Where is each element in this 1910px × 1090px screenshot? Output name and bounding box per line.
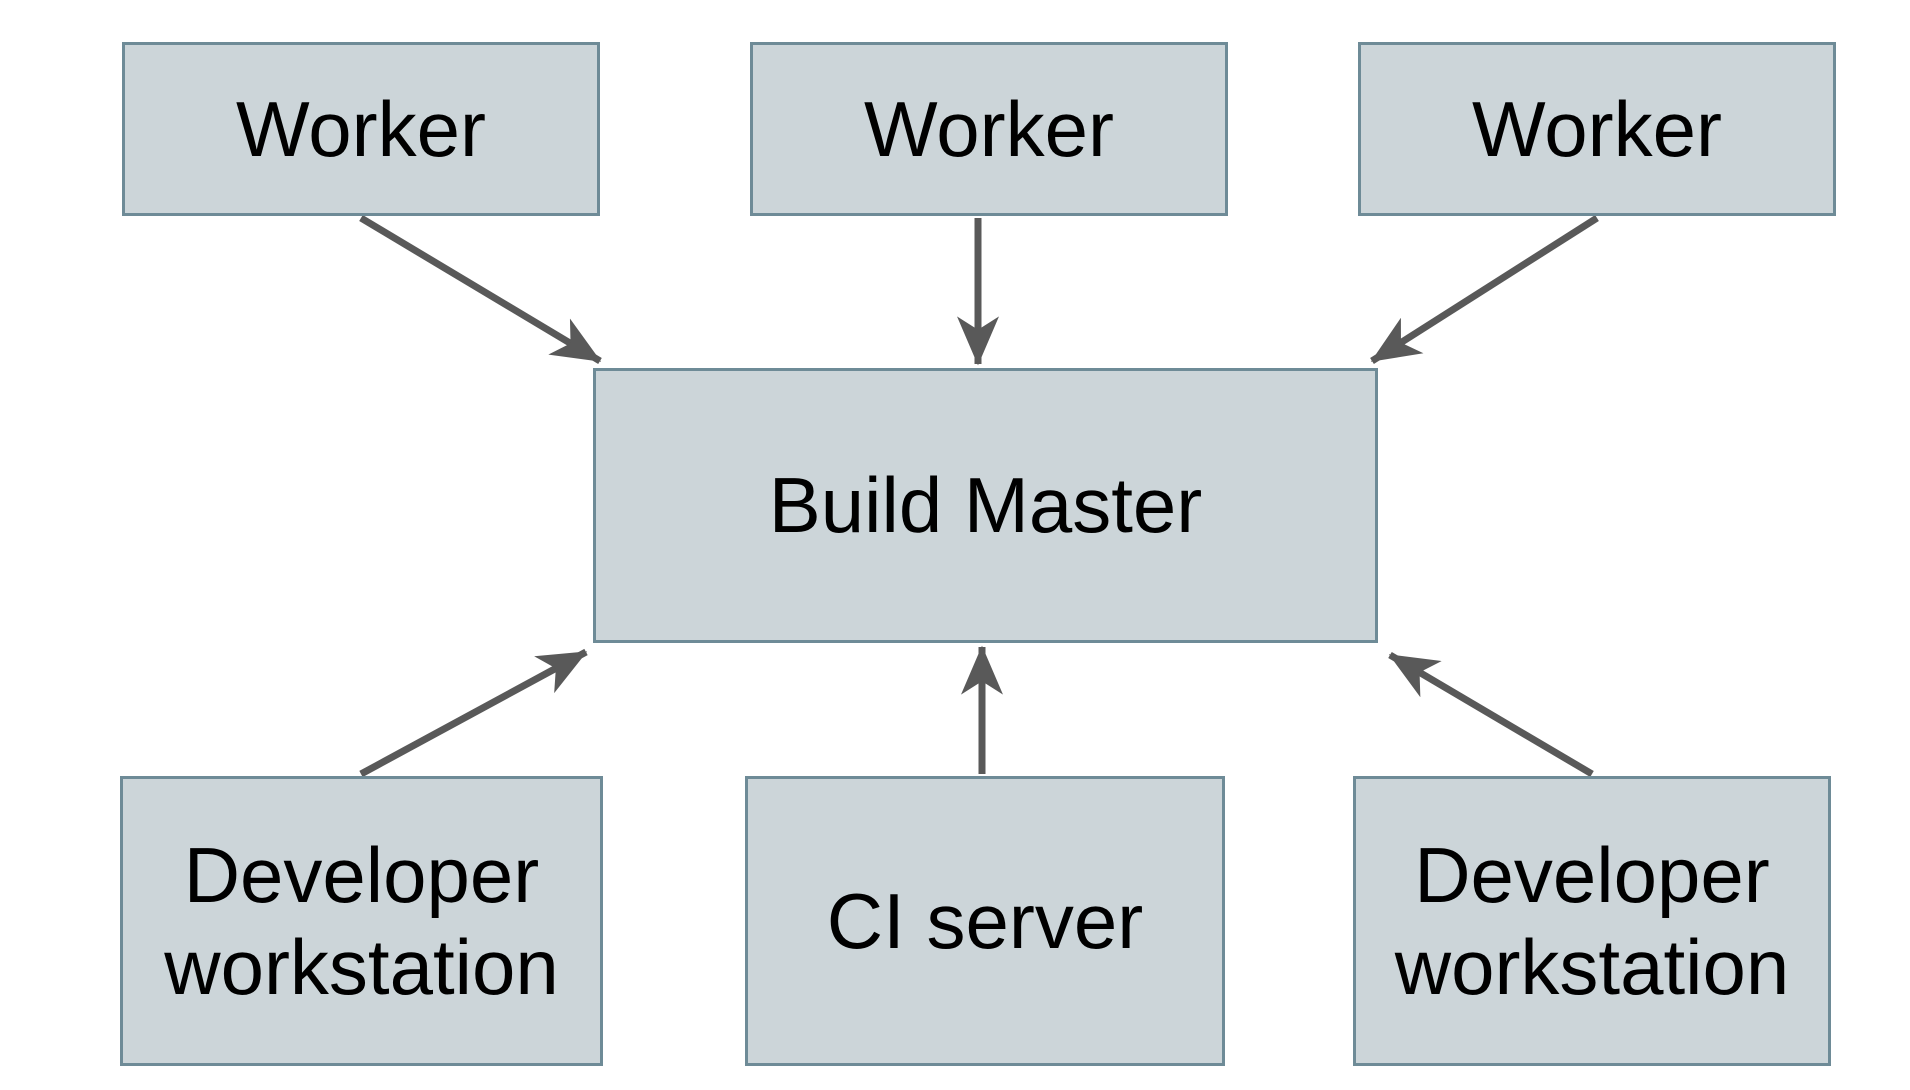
node-label-worker-3: Worker [1472,84,1722,173]
node-developer-workstation-2: Developer workstation [1353,776,1831,1066]
node-worker-1: Worker [122,42,600,216]
node-label-worker-2: Worker [864,84,1114,173]
arrow-developer-workstation-1-to-build-master [359,648,588,778]
node-label-worker-1: Worker [236,84,486,173]
node-label-developer-workstation-1: Developer workstation [164,830,559,1011]
arrow-worker-3-to-build-master [1370,215,1599,364]
node-ci-server: CI server [745,776,1225,1066]
node-worker-3: Worker [1358,42,1836,216]
node-build-master: Build Master [593,368,1378,643]
node-label-build-master: Build Master [768,461,1203,550]
node-label-developer-workstation-2: Developer workstation [1394,830,1790,1011]
arrow-group [359,214,1599,778]
arrow-worker-1-to-build-master [359,214,602,365]
node-label-ci-server: CI server [826,876,1144,965]
arrow-developer-workstation-2-to-build-master [1388,651,1594,778]
node-worker-2: Worker [750,42,1228,216]
node-developer-workstation-1: Developer workstation [120,776,603,1066]
